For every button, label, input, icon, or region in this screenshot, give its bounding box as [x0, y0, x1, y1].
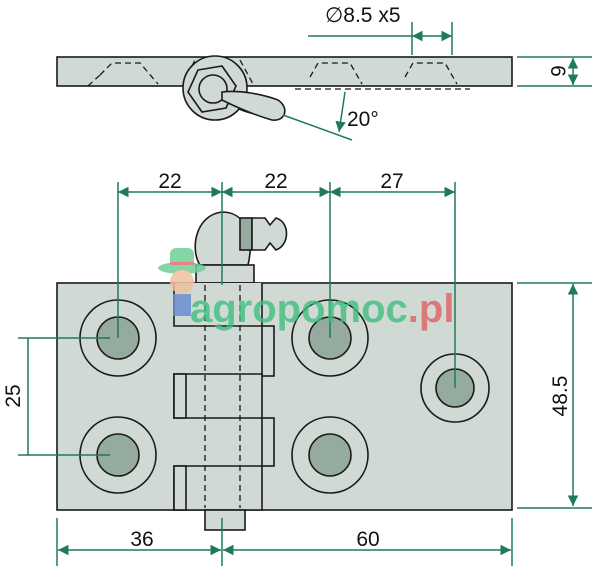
dim-36: 36	[130, 528, 153, 551]
bottom-nipple	[204, 509, 246, 531]
thickness-dimension: 6	[517, 56, 592, 87]
farmer-mascot-icon	[158, 248, 206, 316]
dim-27: 27	[380, 170, 403, 193]
grease-nipple-front	[194, 211, 288, 284]
dim-22-left: 22	[158, 170, 181, 193]
watermark: agropomoc.pl	[158, 248, 454, 331]
dim-22-right: 22	[264, 170, 287, 193]
watermark-text: agropomoc.pl	[190, 287, 454, 331]
grease-nipple-top	[182, 55, 286, 121]
thickness-label: 6	[546, 65, 569, 77]
dim-60: 60	[356, 528, 379, 551]
angle-label: 20°	[347, 108, 379, 131]
top-view: ∅8.5 x5 6 20°	[56, 4, 592, 141]
mounting-hole	[291, 416, 369, 494]
angle-dimension: 20°	[282, 91, 379, 141]
bottom-dimensions: 36 60	[56, 518, 513, 566]
dim-48-5: 48.5	[549, 376, 572, 417]
top-dimensions: 22 22 27	[117, 170, 456, 388]
plate-side-view	[56, 56, 513, 87]
front-view: 22 22 27 25 48.5 36 60	[2, 170, 592, 566]
hole-spacing-dimension: ∅8.5 x5	[308, 4, 453, 55]
left-dimension: 25	[2, 337, 110, 456]
hole-spec-label: ∅8.5 x5	[325, 4, 401, 27]
height-dimension: 48.5	[517, 282, 592, 509]
hinge-knuckles	[173, 283, 275, 531]
dim-25: 25	[2, 384, 25, 407]
